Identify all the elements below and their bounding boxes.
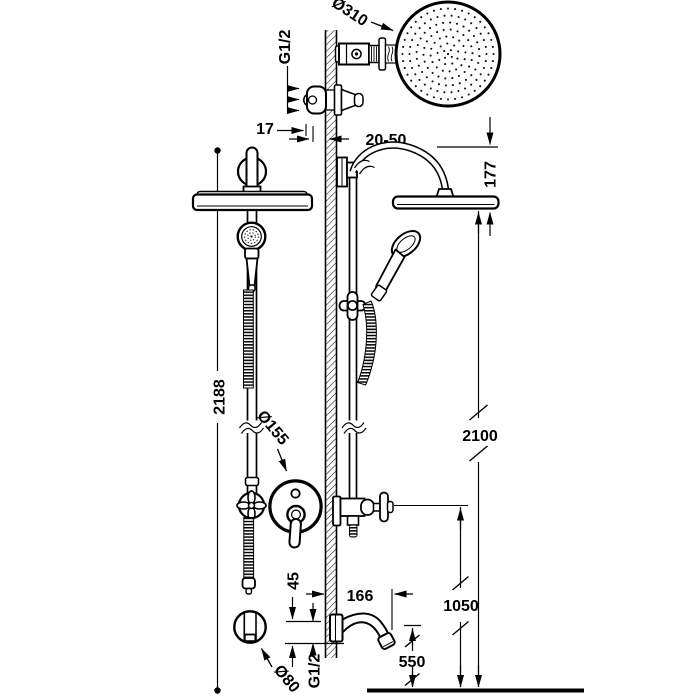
dim-label-height-550: 550 [399,654,426,671]
dim-label-top-thread: G1/2 [277,30,294,65]
dim-label-total-height: 2188 [212,379,229,415]
dim-label-reach-166: 166 [347,588,374,605]
hand-shower-side [356,230,422,386]
stop-valve-side [332,491,394,538]
dim-label-head-diameter: Ø310 [328,0,370,30]
stop-valve-front [236,476,267,521]
dim-label-spout-diameter: Ø80 [270,662,303,696]
dim-spout-diameter-group: Ø80 [260,648,303,696]
dim-reach-166-group: 166 [306,588,413,630]
front-view: 2188 [191,146,323,696]
wall-section [324,30,338,658]
dim-drop-177-group: 177 [437,117,500,236]
side-view [329,141,500,650]
inwall-connection-detail [302,37,398,116]
dim-height-550-group: 550 [399,624,426,688]
dim-label-bottom-thread: G1/2 [307,654,324,689]
dim-head-diameter-group: Ø310 [328,0,394,32]
bath-spout-side [329,612,396,650]
dim-label-gap-45: 45 [286,572,303,590]
hand-shower-holder [338,291,367,321]
dim-label-drop-177: 177 [483,161,500,188]
dim-label-height-2100: 2100 [462,428,498,445]
mixer-plate-front [268,479,323,549]
head-spray-dots [401,7,495,101]
dim-label-height-1050: 1050 [443,598,479,615]
dim-total-height-group: 2188 [212,147,229,694]
dim-plate-diameter-group: Ø155 [253,408,292,472]
shower-head-top-view [394,0,502,108]
dim-label-offset-17: 17 [256,121,274,138]
spout-bottom-view [233,610,267,644]
dim-height-1050-group: 1050 [394,504,479,688]
dim-height-2100-group: 2100 [462,211,498,688]
dim-bottom-thread-group: G1/2 [307,603,324,688]
dim-top-thread-group: G1/2 [277,30,300,114]
